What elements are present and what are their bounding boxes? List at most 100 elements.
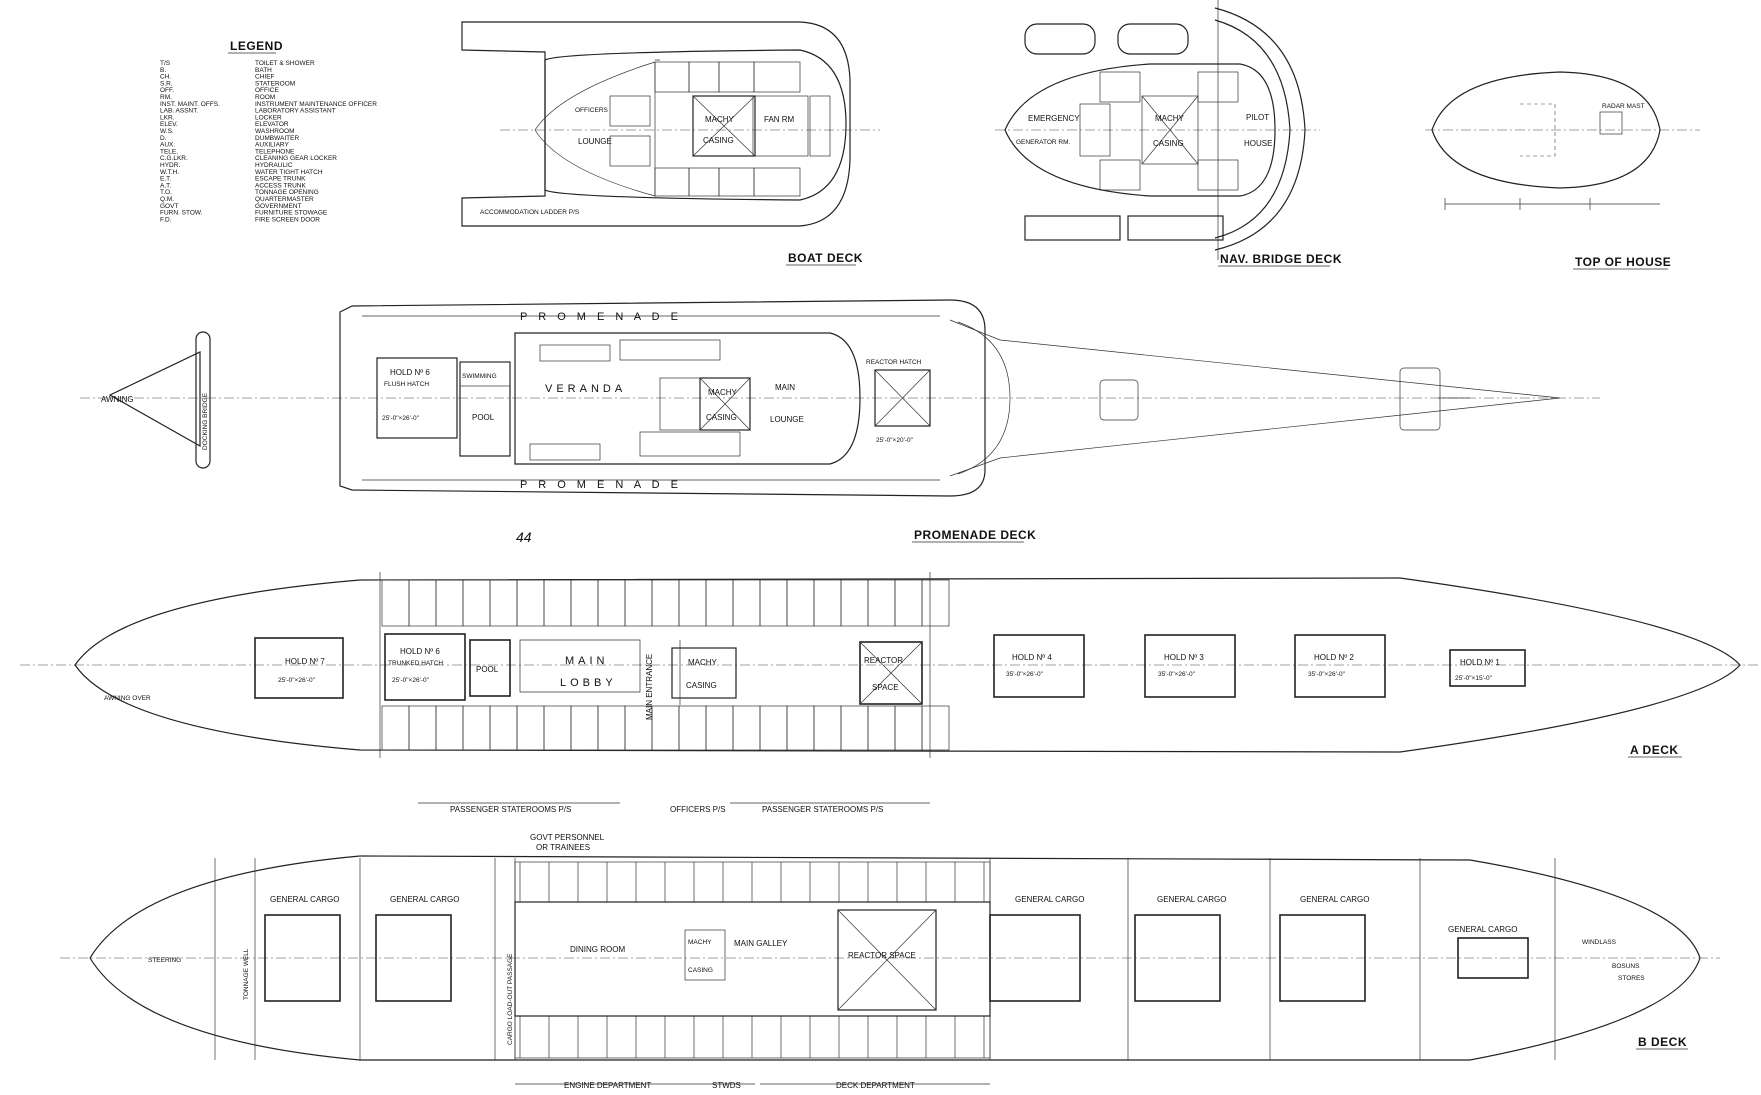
promenade-hold6-size-label: 25'-0"×26'-0" bbox=[382, 415, 420, 422]
stateroom-cell bbox=[678, 705, 707, 751]
b-stores-label: STORES bbox=[1618, 975, 1645, 982]
stateroom-cell bbox=[921, 579, 950, 627]
promenade-bottom-label: P R O M E N A D E bbox=[520, 479, 682, 491]
promenade-swimming-label: SWIMMING bbox=[462, 373, 497, 380]
stateroom-cell bbox=[786, 705, 815, 751]
legend-abbr: A.T. bbox=[160, 182, 171, 189]
a-reactor-label: REACTOR bbox=[864, 656, 903, 665]
b-general-cargo-4: GENERAL CARGO bbox=[1157, 895, 1227, 904]
stateroom-cell bbox=[408, 705, 437, 751]
page-mark: 44 bbox=[516, 529, 532, 545]
b-general-cargo-2: GENERAL CARGO bbox=[390, 895, 460, 904]
stateroom-cell bbox=[462, 579, 491, 627]
cargo-hatch bbox=[1134, 914, 1221, 1002]
b-general-cargo-6: GENERAL CARGO bbox=[1448, 925, 1518, 934]
a-hold6-label: HOLD Nº 6 bbox=[400, 647, 440, 656]
stateroom-cell bbox=[570, 705, 599, 751]
stateroom-cell bbox=[813, 705, 842, 751]
a-awning-over-label: AWNING OVER bbox=[104, 695, 151, 702]
legend-abbr: B. bbox=[160, 67, 166, 74]
boat-machy-label: MACHY bbox=[705, 115, 735, 124]
legend-abbr: F.D. bbox=[160, 216, 172, 223]
boat-casing-label: CASING bbox=[703, 136, 734, 145]
b-deck-title: B DECK bbox=[1638, 1035, 1687, 1049]
a-hold7-size-label: 25'-0"×26'-0" bbox=[278, 677, 316, 684]
b-cargo-passage-label: CARGO LOAD-OUT PASSAGE bbox=[507, 953, 514, 1045]
stateroom-cell bbox=[867, 705, 896, 751]
boat-fan-room-label: FAN RM bbox=[764, 115, 795, 124]
legend-meaning: WASHROOM bbox=[255, 128, 294, 135]
legend-meaning: FURNITURE STOWAGE bbox=[255, 210, 328, 217]
stateroom-cell bbox=[435, 579, 464, 627]
stateroom-cell bbox=[840, 579, 869, 627]
boat-officers-label: OFFICERS bbox=[575, 107, 609, 114]
a-main-entrance-label: MAIN ENTRANCE bbox=[645, 654, 654, 720]
nav-bridge-deck-title: NAV. BRIDGE DECK bbox=[1220, 252, 1342, 266]
legend-abbr: LAB. ASSNT. bbox=[160, 108, 198, 115]
a-hold3-size-label: 35'-0"×26'-0" bbox=[1158, 671, 1196, 678]
a-officers-label: OFFICERS P/S bbox=[670, 805, 726, 814]
a-trunked-hatch-label: TRUNKED HATCH bbox=[388, 660, 443, 667]
b-reactor-space-label: REACTOR SPACE bbox=[848, 951, 916, 960]
stateroom-cell bbox=[408, 579, 437, 627]
stateroom-cell bbox=[678, 579, 707, 627]
b-stwds-label: STWDS bbox=[712, 1081, 741, 1090]
nav-emergency-label: EMERGENCY bbox=[1028, 114, 1080, 123]
promenade-pool-label: POOL bbox=[472, 413, 495, 422]
a-machy-label: MACHY bbox=[688, 658, 718, 667]
legend-meaning: DUMBWAITER bbox=[255, 135, 299, 142]
b-steering-label: STEERING bbox=[148, 957, 181, 964]
stateroom-cell bbox=[597, 705, 626, 751]
promenade-deck-plan: AWNING DOCKING BRIDGE P R O M E N A D E … bbox=[80, 299, 1600, 545]
legend-meaning: TELEPHONE bbox=[255, 148, 295, 155]
legend-meaning: ELEVATOR bbox=[255, 121, 289, 128]
stateroom-cell bbox=[543, 705, 572, 751]
stateroom-cell bbox=[867, 579, 896, 627]
b-general-cargo-5: GENERAL CARGO bbox=[1300, 895, 1370, 904]
legend-meaning: WATER TIGHT HATCH bbox=[255, 169, 323, 176]
b-deck-plan: GENERAL CARGO GENERAL CARGO GENERAL CARG… bbox=[60, 833, 1720, 1090]
promenade-hold6-label: HOLD Nº 6 bbox=[390, 368, 430, 377]
nav-pilot-label: PILOT bbox=[1246, 113, 1269, 122]
a-hold2-size-label: 35'-0"×26'-0" bbox=[1308, 671, 1346, 678]
stateroom-cell bbox=[840, 705, 869, 751]
promenade-veranda-label: VERANDA bbox=[545, 383, 626, 395]
stateroom-cell bbox=[786, 579, 815, 627]
b-machy-label: MACHY bbox=[688, 939, 712, 946]
legend-abbr: HYDR. bbox=[160, 162, 180, 169]
stateroom-cell bbox=[732, 705, 761, 751]
legend-meaning: QUARTERMASTER bbox=[255, 196, 314, 203]
stateroom-cell bbox=[516, 705, 545, 751]
legend-abbr: T.O. bbox=[160, 189, 172, 196]
promenade-awning-label: AWNING bbox=[101, 395, 134, 404]
top-of-house-title: TOP OF HOUSE bbox=[1575, 255, 1671, 269]
a-deck-plan: HOLD Nº 7 25'-0"×26'-0" HOLD Nº 6 TRUNKE… bbox=[20, 572, 1758, 814]
promenade-deck-title: PROMENADE DECK bbox=[914, 528, 1036, 542]
legend-meaning: AUXILIARY bbox=[255, 142, 290, 149]
legend-meaning: INSTRUMENT MAINTENANCE OFFICER bbox=[255, 101, 377, 108]
legend-meaning: HYDRAULIC bbox=[255, 162, 293, 169]
nav-generator-label: GENERATOR RM. bbox=[1016, 139, 1070, 146]
stateroom-cell bbox=[732, 579, 761, 627]
legend-abbr: E.T. bbox=[160, 176, 171, 183]
stateroom-cell bbox=[651, 705, 680, 751]
legend-meaning: GOVERNMENT bbox=[255, 203, 302, 210]
stateroom-cell bbox=[759, 705, 788, 751]
a-hold7-label: HOLD Nº 7 bbox=[285, 657, 325, 666]
a-hold4-size-label: 35'-0"×26'-0" bbox=[1006, 671, 1044, 678]
legend-meaning: ESCAPE TRUNK bbox=[255, 176, 306, 183]
a-passenger-staterooms-left-label: PASSENGER STATEROOMS P/S bbox=[450, 805, 571, 814]
legend-abbr: INST. MAINT. OFFS. bbox=[160, 101, 220, 108]
b-general-cargo-3: GENERAL CARGO bbox=[1015, 895, 1085, 904]
legend-abbr: GOVT bbox=[160, 203, 178, 210]
radar-mast-label: RADAR MAST bbox=[1602, 103, 1645, 110]
legend-abbr: S.R. bbox=[160, 80, 173, 87]
stateroom-cell bbox=[462, 705, 491, 751]
promenade-main-label: MAIN bbox=[775, 383, 795, 392]
legend-abbr: OFF. bbox=[160, 87, 174, 94]
promenade-flush-hatch-label: FLUSH HATCH bbox=[384, 381, 429, 388]
nav-house-label: HOUSE bbox=[1244, 139, 1272, 148]
legend-abbr: Q.M. bbox=[160, 196, 174, 203]
a-main-label: MAIN bbox=[565, 655, 609, 667]
